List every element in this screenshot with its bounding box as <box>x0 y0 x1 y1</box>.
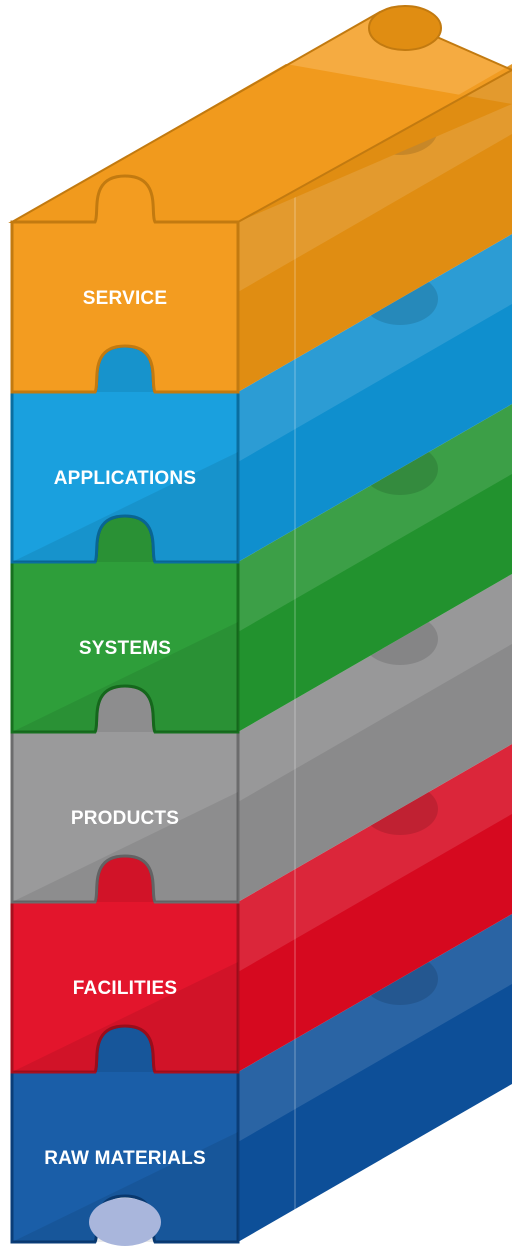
side-highlight <box>238 404 512 632</box>
layer-label: FACILITIES <box>73 978 177 999</box>
side-highlight <box>238 914 512 1142</box>
layer-label: PRODUCTS <box>71 808 179 829</box>
front-shade <box>12 962 238 1072</box>
layer-systems: SYSTEMS <box>10 404 512 734</box>
side-highlight <box>238 234 512 462</box>
layer-products: PRODUCTS <box>10 574 512 904</box>
base-indent <box>89 1198 161 1246</box>
layer-facilities: FACILITIES <box>10 744 512 1074</box>
layer-side-face <box>238 914 512 1242</box>
layer-applications: APPLICATIONS <box>10 234 512 564</box>
side-highlight <box>238 744 512 972</box>
side-highlight <box>238 574 512 802</box>
front-shade <box>12 1132 238 1242</box>
layer-side-face <box>238 404 512 732</box>
layer-label: APPLICATIONS <box>54 468 196 489</box>
layer-side-face <box>238 574 512 902</box>
layer-label: RAW MATERIALS <box>44 1148 206 1169</box>
front-shade <box>12 622 238 732</box>
layer-raw-materials: RAW MATERIALS <box>10 914 512 1244</box>
front-shade <box>12 792 238 902</box>
layer-side-face <box>238 234 512 562</box>
front-shade <box>12 452 238 562</box>
stack-top-face: SERVICE <box>8 5 512 394</box>
layer-front-face <box>10 174 240 394</box>
layer-side-face <box>238 744 512 1072</box>
top-knob <box>368 5 442 51</box>
layer-label: SERVICE <box>83 288 167 309</box>
layer-label: SYSTEMS <box>79 638 171 659</box>
layer-side-face <box>238 64 512 392</box>
